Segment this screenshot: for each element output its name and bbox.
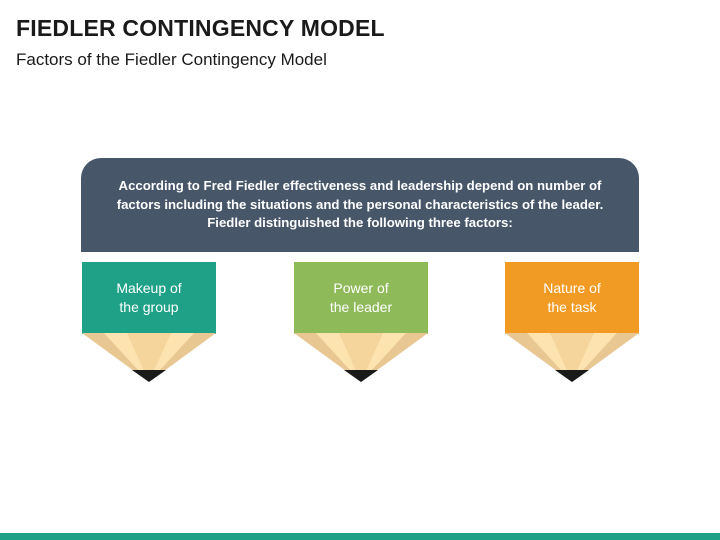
slide-subtitle: Factors of the Fiedler Contingency Model bbox=[16, 50, 327, 69]
factor-label: Makeup of the group bbox=[116, 280, 182, 315]
bottom-accent-bar bbox=[0, 533, 720, 540]
factor-power-of-leader: Power of the leader bbox=[294, 262, 428, 334]
factor-label: Power of the leader bbox=[329, 280, 393, 315]
description-banner: According to Fred Fiedler effectiveness … bbox=[81, 158, 639, 252]
pencil-tip-icon bbox=[505, 333, 639, 382]
factor-makeup-of-group: Makeup of the group bbox=[82, 262, 216, 334]
factor-label: Nature of the task bbox=[543, 280, 601, 315]
factor-nature-of-task: Nature of the task bbox=[505, 262, 639, 334]
slide-title: FIEDLER CONTINGENCY MODEL bbox=[16, 15, 385, 41]
factor-box: Power of the leader bbox=[294, 262, 428, 334]
factor-box: Nature of the task bbox=[505, 262, 639, 334]
description-text: According to Fred Fiedler effectiveness … bbox=[116, 178, 604, 230]
factor-box: Makeup of the group bbox=[82, 262, 216, 334]
pencil-tip-icon bbox=[82, 333, 216, 382]
pencil-tip-icon bbox=[294, 333, 428, 382]
